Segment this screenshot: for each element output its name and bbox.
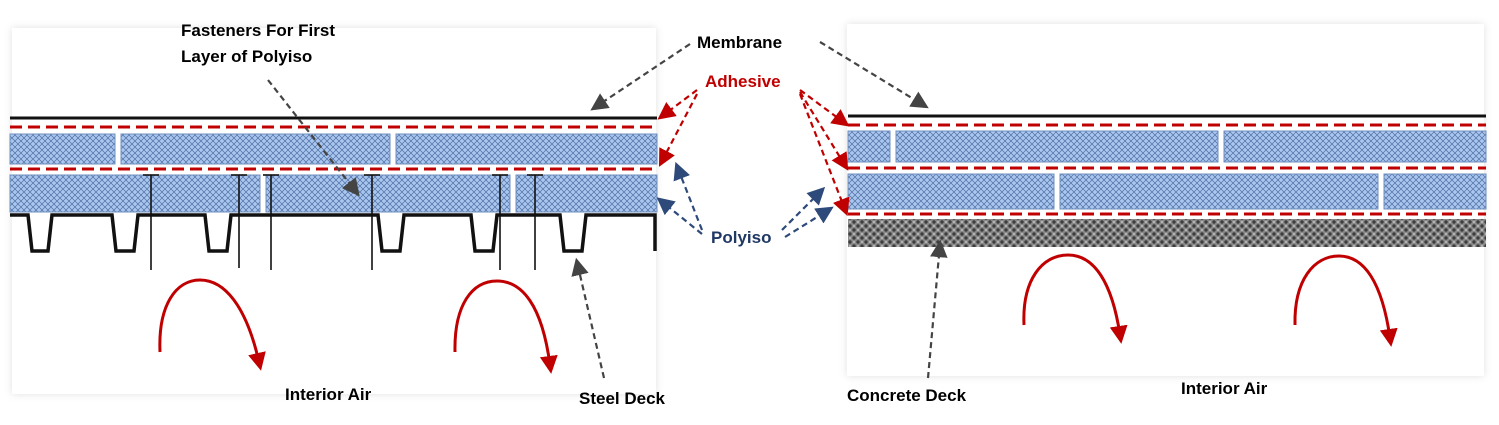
fastener <box>364 174 380 270</box>
fasteners-label-line2: Layer of Polyiso <box>181 47 312 66</box>
fastener <box>263 174 279 270</box>
fastener <box>231 174 247 268</box>
membrane-pointer-right <box>819 41 929 109</box>
polyiso-board <box>847 130 891 163</box>
interior-air-label-right: Interior Air <box>1181 379 1268 398</box>
curved-arrow-icon <box>1293 254 1398 347</box>
interior-air-label-left: Interior Air <box>285 385 372 404</box>
concrete-deck-label: Concrete Deck <box>847 386 967 405</box>
polyiso-layer-top-left <box>9 133 658 165</box>
steel-deck-label: Steel Deck <box>579 389 666 408</box>
membrane-label: Membrane <box>697 33 782 52</box>
fasteners-group <box>143 174 543 270</box>
polyiso-pointer <box>656 197 703 235</box>
fastener <box>492 174 508 270</box>
polyiso-pointer <box>781 186 826 231</box>
polyiso-pointer <box>784 206 834 238</box>
concrete-deck-slab <box>848 219 1486 247</box>
polyiso-label: Polyiso <box>711 228 771 247</box>
steel-deck-assembly <box>9 28 658 394</box>
polyiso-board <box>1059 173 1379 210</box>
polyiso-board <box>1223 130 1487 163</box>
adhesive-pointer <box>798 93 850 217</box>
polyiso-pointer <box>673 161 704 231</box>
polyiso-board <box>895 130 1219 163</box>
polyiso-board <box>515 174 658 213</box>
polyiso-board <box>9 133 116 165</box>
polyiso-layer-bottom-right <box>847 173 1487 210</box>
adhesive-pointer <box>799 91 849 171</box>
pointer-arrows <box>267 41 948 379</box>
polyiso-layer-top-right <box>847 130 1487 163</box>
polyiso-board <box>395 133 658 165</box>
adhesive-label: Adhesive <box>705 72 781 91</box>
fastener <box>527 174 543 270</box>
adhesive-pointer <box>799 89 850 127</box>
fasteners-label-line1: Fasteners For First <box>181 21 335 40</box>
fastener <box>143 174 159 270</box>
adhesive-pointer <box>658 93 698 167</box>
polyiso-layer-bottom-left <box>9 174 658 213</box>
polyiso-board <box>1383 173 1487 210</box>
polyiso-board <box>9 174 261 213</box>
concrete-deck-pointer <box>926 239 948 379</box>
polyiso-board <box>265 174 511 213</box>
curved-arrow-icon <box>1022 253 1128 344</box>
polyiso-board <box>120 133 391 165</box>
concrete-deck-assembly <box>847 24 1487 376</box>
curved-arrow-icon <box>453 279 558 374</box>
labels: Fasteners For First Layer of Polyiso Mem… <box>181 21 1268 408</box>
adhesive-pointer <box>657 89 698 120</box>
polyiso-board <box>847 173 1055 210</box>
fasteners-pointer <box>267 79 360 197</box>
curved-arrow-icon <box>158 278 266 371</box>
steel-deck-profile <box>10 213 657 253</box>
